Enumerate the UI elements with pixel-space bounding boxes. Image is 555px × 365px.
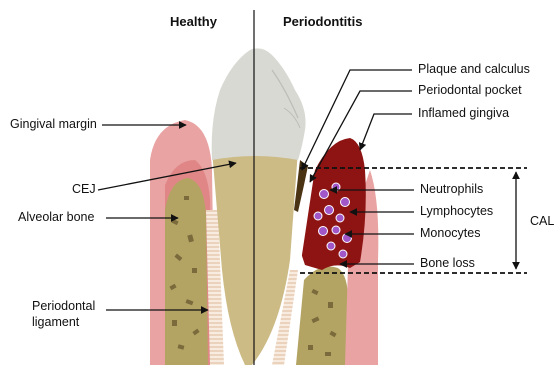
header-periodontitis: Periodontitis <box>283 14 362 29</box>
label-cal: CAL <box>530 214 554 228</box>
label-neutrophils: Neutrophils <box>420 182 483 196</box>
label-cej: CEJ <box>72 182 96 196</box>
arrow-inflamed-gingiva <box>360 114 412 150</box>
label-alveolar-bone: Alveolar bone <box>18 210 94 224</box>
label-lymphocytes: Lymphocytes <box>420 204 493 218</box>
label-gingival-margin: Gingival margin <box>10 117 97 131</box>
label-bone-loss: Bone loss <box>420 256 475 270</box>
label-periodontal-pocket: Periodontal pocket <box>418 83 522 97</box>
diseased-alveolar-bone <box>296 267 348 365</box>
label-inflamed-gingiva: Inflamed gingiva <box>418 106 509 120</box>
label-periodontal-ligament-2: ligament <box>32 315 80 329</box>
label-monocytes: Monocytes <box>420 226 480 240</box>
header-healthy: Healthy <box>170 14 218 29</box>
label-plaque-calculus: Plaque and calculus <box>418 62 530 76</box>
inflamed-gingiva-shape <box>300 138 366 270</box>
label-periodontal-ligament-1: Periodontal <box>32 299 95 313</box>
healthy-alveolar-bone <box>165 178 208 365</box>
